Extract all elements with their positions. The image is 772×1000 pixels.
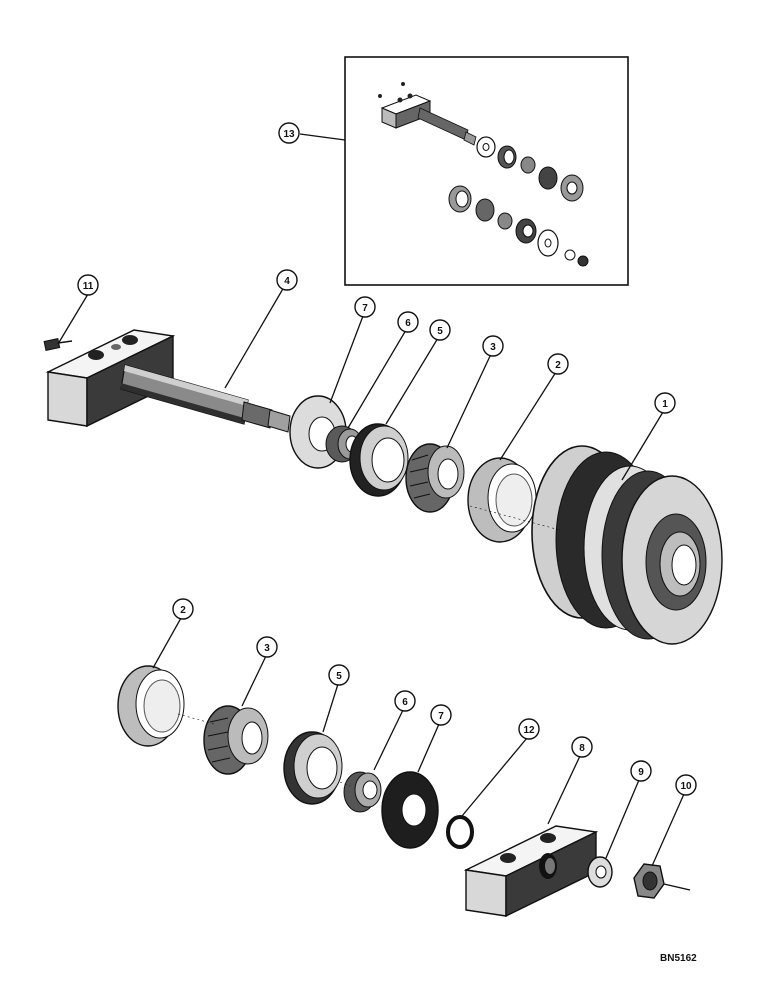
callout-label: 1 bbox=[662, 399, 668, 410]
callout-label: 6 bbox=[402, 697, 408, 708]
callout-13[interactable]: 13 bbox=[278, 122, 300, 144]
inset-panel bbox=[344, 56, 629, 286]
thrust-washer-bottom bbox=[381, 771, 439, 849]
inset-parts-row-2 bbox=[448, 185, 589, 267]
callout-9[interactable]: 9 bbox=[630, 760, 652, 782]
figure-code: BN5162 bbox=[660, 953, 697, 964]
cone-bearing-top bbox=[405, 443, 465, 513]
lock-nut bbox=[633, 863, 691, 899]
callout-label: 11 bbox=[83, 281, 94, 292]
callout-2-bottom[interactable]: 2 bbox=[172, 598, 194, 620]
callout-label: 3 bbox=[264, 643, 270, 654]
callout-6-top[interactable]: 6 bbox=[397, 311, 419, 333]
washer bbox=[587, 856, 613, 888]
centerline bbox=[177, 505, 561, 787]
o-ring bbox=[446, 815, 474, 849]
callout-7-top[interactable]: 7 bbox=[354, 296, 376, 318]
callout-label: 6 bbox=[405, 318, 411, 329]
callout-label: 5 bbox=[437, 326, 443, 337]
inset-bracket bbox=[378, 82, 432, 129]
callout-3-bottom[interactable]: 3 bbox=[256, 636, 278, 658]
callout-label: 5 bbox=[336, 671, 342, 682]
callout-1[interactable]: 1 bbox=[654, 392, 676, 414]
leader-lines bbox=[57, 133, 685, 867]
callout-11[interactable]: 11 bbox=[77, 274, 99, 296]
callout-5-bottom[interactable]: 5 bbox=[328, 664, 350, 686]
set-screw bbox=[43, 338, 73, 351]
inset-shaft bbox=[417, 107, 477, 146]
callout-label: 12 bbox=[523, 725, 535, 736]
callout-8[interactable]: 8 bbox=[571, 736, 593, 758]
callout-label: 7 bbox=[362, 303, 368, 314]
callout-label: 4 bbox=[284, 276, 290, 287]
callout-3-top[interactable]: 3 bbox=[482, 335, 504, 357]
bearing-cup-top bbox=[467, 457, 537, 543]
callout-7-bottom[interactable]: 7 bbox=[430, 704, 452, 726]
seal-top bbox=[349, 423, 409, 497]
callout-label: 2 bbox=[180, 605, 186, 616]
callout-label: 3 bbox=[490, 342, 496, 353]
callout-4[interactable]: 4 bbox=[276, 269, 298, 291]
seal-bottom bbox=[283, 731, 343, 805]
callout-label: 8 bbox=[579, 743, 585, 754]
spacer-bottom bbox=[343, 771, 382, 813]
bearing-cup-bottom bbox=[117, 665, 185, 747]
callout-label: 13 bbox=[283, 129, 295, 140]
callout-label: 2 bbox=[555, 360, 561, 371]
callout-5-top[interactable]: 5 bbox=[429, 319, 451, 341]
callout-6-bottom[interactable]: 6 bbox=[394, 690, 416, 712]
inset-parts-row-1 bbox=[476, 136, 584, 202]
track-roller bbox=[531, 445, 723, 645]
callout-2-top[interactable]: 2 bbox=[547, 353, 569, 375]
callout-label: 10 bbox=[680, 781, 692, 792]
callout-label: 7 bbox=[438, 711, 444, 722]
callout-label: 9 bbox=[638, 767, 644, 778]
cone-bearing-bottom bbox=[203, 705, 269, 775]
callout-12[interactable]: 12 bbox=[518, 718, 540, 740]
callout-10[interactable]: 10 bbox=[675, 774, 697, 796]
end-bracket bbox=[463, 825, 599, 918]
shaft bbox=[120, 364, 291, 433]
